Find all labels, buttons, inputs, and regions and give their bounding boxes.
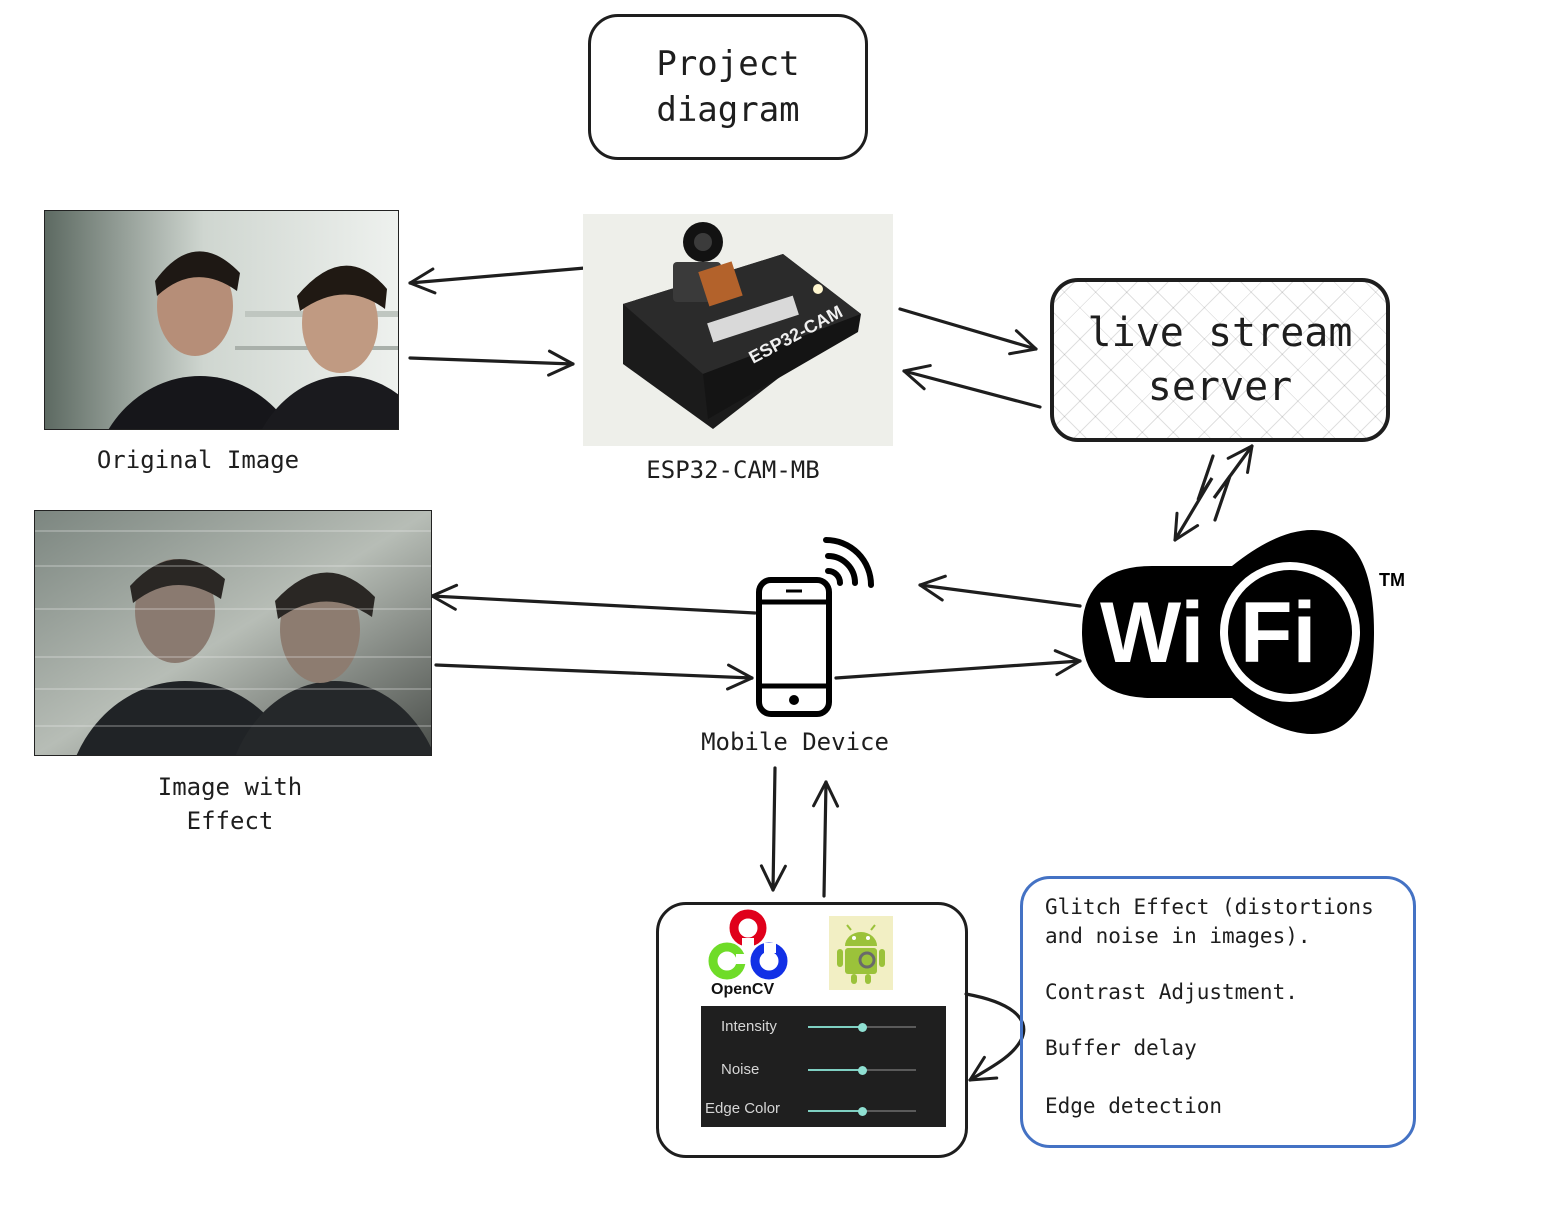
title-box: Project diagram xyxy=(588,14,868,160)
original-image-caption: Original Image xyxy=(96,446,300,474)
slider-fill xyxy=(808,1069,862,1071)
slider-fill xyxy=(808,1110,862,1112)
effect-item-edge: Edge detection xyxy=(1045,1094,1223,1118)
arrow-mobile-to-effect xyxy=(430,583,757,615)
title-line-2: diagram xyxy=(656,90,800,130)
stream-server-line-2: server xyxy=(1147,364,1293,410)
app-box xyxy=(656,902,968,1158)
effect-caption-line-2: Effect xyxy=(186,807,274,835)
wifi-tm-text: TM xyxy=(1379,570,1405,590)
mobile-caption: Mobile Device xyxy=(701,728,889,756)
title-line-1: Project xyxy=(656,44,800,84)
slider-knob[interactable] xyxy=(857,1065,867,1075)
effect-image-caption: Image with Effect xyxy=(110,770,350,838)
slider-edge-color[interactable] xyxy=(808,1106,916,1116)
arrow-esp-to-original xyxy=(408,266,587,295)
opencv-label: OpenCV xyxy=(711,981,774,998)
stream-server-line-1: live stream xyxy=(1087,310,1353,356)
esp32-cam-board: ESP32-CAM xyxy=(583,214,893,446)
arrow-app-to-mobile xyxy=(812,780,840,898)
arrow-effect-to-mobile xyxy=(434,663,754,691)
android-studio-icon xyxy=(829,916,893,990)
opencv-logo: OpenCV xyxy=(706,908,792,1002)
effect-item-buffer: Buffer delay xyxy=(1045,1036,1197,1060)
slider-knob[interactable] xyxy=(857,1022,867,1032)
arrow-original-to-esp xyxy=(408,349,575,377)
wifi-wi-text: Wi xyxy=(1100,585,1204,681)
wifi-logo: Wi Fi TM xyxy=(1082,530,1412,735)
slider-noise[interactable] xyxy=(808,1065,916,1075)
slider-knob[interactable] xyxy=(857,1106,867,1116)
slider-label-edge-color: Edge Color xyxy=(705,1100,781,1117)
slider-label-noise: Noise xyxy=(721,1061,760,1078)
arrow-server-to-esp xyxy=(902,364,1042,409)
wifi-fi-text: Fi xyxy=(1240,585,1316,681)
arrow-wifi-to-server xyxy=(1212,444,1254,522)
slider-panel: Intensity Noise Edge Color xyxy=(701,1006,946,1127)
arrow-mobile-to-wifi xyxy=(834,649,1082,680)
effect-item-contrast: Contrast Adjustment. xyxy=(1045,980,1298,1004)
slider-intensity[interactable] xyxy=(808,1022,916,1032)
arrow-wifi-to-mobile xyxy=(918,574,1082,608)
effects-list-box: Glitch Effect (distortions and noise in … xyxy=(1020,876,1416,1148)
arrow-esp-to-server xyxy=(898,307,1038,356)
original-image xyxy=(44,210,399,430)
effect-item-glitch: Glitch Effect (distortions and noise in … xyxy=(1045,895,1374,948)
slider-fill xyxy=(808,1026,862,1028)
arrow-effects-loop xyxy=(964,992,1026,1082)
mobile-phone-icon xyxy=(756,530,882,720)
arrow-mobile-to-app xyxy=(759,766,787,892)
effect-image xyxy=(34,510,432,756)
esp32-caption: ESP32-CAM-MB xyxy=(646,456,820,484)
effect-caption-line-1: Image with xyxy=(157,773,303,801)
arrow-server-to-wifi xyxy=(1173,454,1215,542)
live-stream-server-box: live stream server xyxy=(1050,278,1390,442)
slider-label-intensity: Intensity xyxy=(721,1018,777,1035)
